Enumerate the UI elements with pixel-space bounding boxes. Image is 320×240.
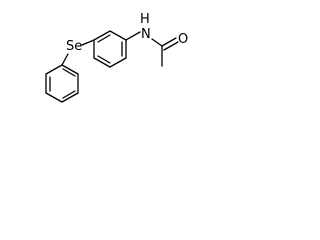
phenylene-bond-5 [93,57,111,68]
carbonyl-double-1 [161,37,177,47]
nitrogen-label: N [141,27,151,42]
carbonyl-double-2 [163,41,179,51]
phenyl-bond-4 [45,92,63,103]
phenylene-ring [93,30,127,68]
phenyl-double-2 [62,90,76,99]
phenylene-bond-2 [109,30,127,41]
phenyl-ring [45,64,79,103]
phenyl-bond-1 [61,64,79,75]
phenyl-bond-3 [61,92,79,103]
phenylene-bond-1 [93,30,111,41]
phenylene-double-1 [97,34,111,43]
phenyl-se-bond [61,53,69,66]
oxygen-label: O [178,32,188,47]
phenyl-bond-6 [45,64,63,75]
n-carbonyl-bond [151,38,163,47]
structure-canvas: Se H N O [0,0,243,124]
phenyl-double-3 [62,68,76,77]
hydrogen-label: H [140,12,150,27]
phenylene-bond-4 [109,57,127,68]
se-aryl-bond [81,39,95,46]
phenylene-double-3 [97,55,111,64]
selenium-label: Se [66,39,82,54]
aryl-n-bond [125,31,141,41]
chemical-structure: Se H N O [45,12,188,103]
